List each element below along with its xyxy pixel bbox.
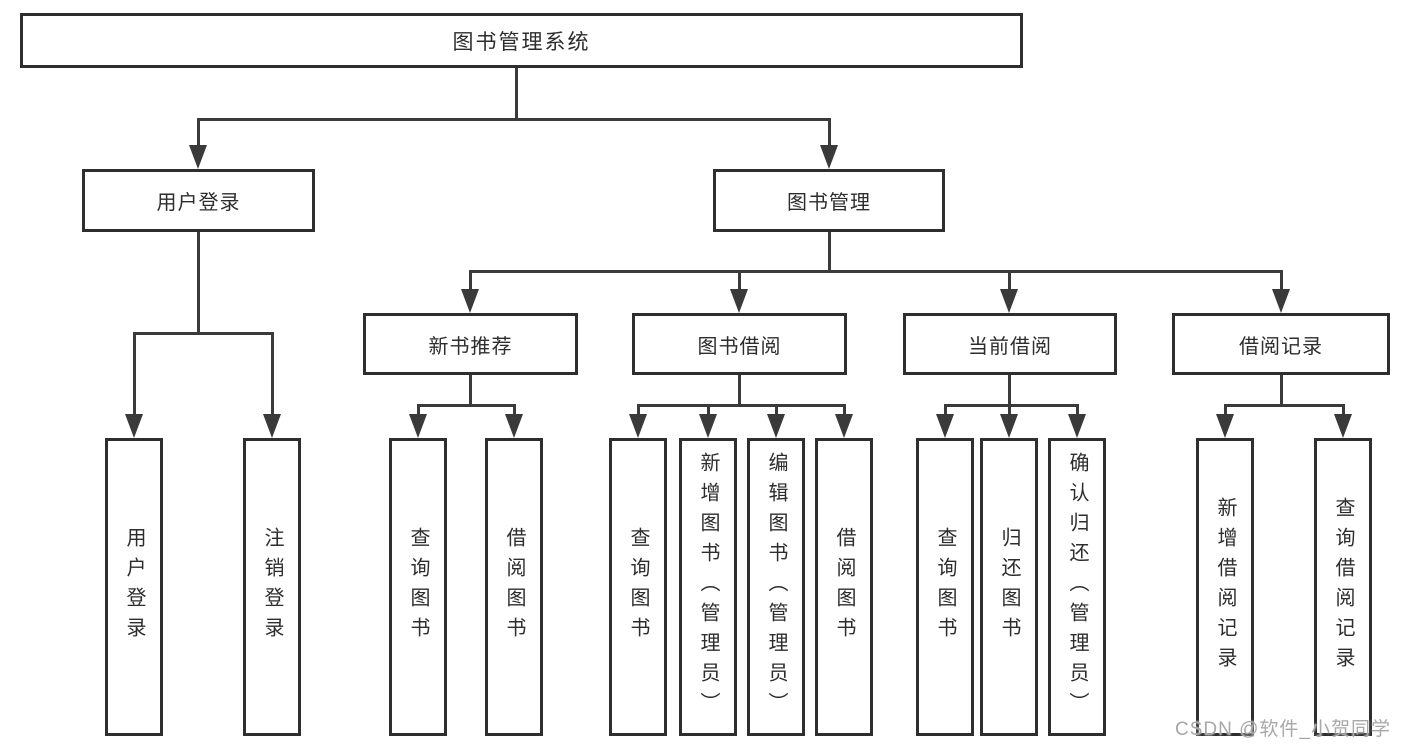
arrowhead-icon [263, 414, 281, 438]
connector-to-user-login [197, 120, 200, 148]
node-borrow-records: 借阅记录 [1172, 313, 1390, 375]
connector-book-borrow-stem [738, 375, 741, 407]
connector-to-leaf-borrow-2 [843, 406, 846, 416]
leaf-query-borrow-record-label: 查询借阅记录 [1332, 497, 1354, 677]
node-book-borrow-label: 图书借阅 [697, 335, 782, 358]
leaf-query-books-1: 查询图书 [389, 438, 447, 736]
arrowhead-icon [835, 414, 853, 438]
node-root-label: 图书管理系统 [452, 30, 591, 54]
connector-to-book-borrow [738, 272, 741, 291]
node-borrow-records-label: 借阅记录 [1239, 335, 1323, 358]
leaf-borrow-books-2-label: 借阅图书 [833, 527, 855, 647]
connector-to-leaf-return-book [1008, 406, 1011, 416]
leaf-borrow-books-2: 借阅图书 [815, 438, 873, 736]
arrowhead-icon [1000, 414, 1018, 438]
connector-to-book-management [828, 120, 831, 148]
connector-to-leaf-query-2 [637, 406, 640, 416]
connector-to-leaf-logout [271, 334, 274, 416]
connector-book-borrow-rail [637, 404, 846, 407]
node-user-login: 用户登录 [82, 169, 315, 232]
node-current-borrow: 当前借阅 [903, 313, 1117, 375]
connector-to-borrow-records [1280, 272, 1283, 291]
arrowhead-icon [1068, 414, 1086, 438]
leaf-confirm-return-admin-label: 确认归还（管理员） [1066, 452, 1088, 722]
leaf-return-book-label: 归还图书 [998, 527, 1020, 647]
leaf-edit-book-admin: 编辑图书（管理员） [747, 438, 805, 736]
arrowhead-icon [1334, 414, 1352, 438]
node-new-book-recommend: 新书推荐 [363, 313, 578, 375]
leaf-return-book: 归还图书 [980, 438, 1038, 736]
leaf-user-login-label: 用户登录 [123, 527, 145, 647]
connector-root-rail [197, 118, 831, 121]
connector-to-leaf-query-1 [417, 406, 420, 416]
node-book-management-label: 图书管理 [787, 192, 871, 214]
arrowhead-icon [189, 145, 207, 169]
connector-user-login-rail [133, 332, 274, 335]
arrowhead-icon [1272, 289, 1290, 313]
arrowhead-icon [767, 414, 785, 438]
node-new-book-recommend-label: 新书推荐 [428, 335, 513, 358]
watermark: CSDN @软件_小贺同学 [1175, 719, 1391, 740]
arrowhead-icon [125, 414, 143, 438]
connector-to-leaf-add-book [707, 406, 710, 416]
arrowhead-icon [409, 414, 427, 438]
leaf-add-borrow-record: 新增借阅记录 [1196, 438, 1254, 736]
connector-to-leaf-borrow-1 [513, 406, 516, 416]
leaf-borrow-books-1-label: 借阅图书 [503, 527, 525, 647]
node-user-login-label: 用户登录 [156, 192, 241, 214]
arrowhead-icon [820, 145, 838, 169]
connector-current-borrow-rail [944, 404, 1079, 407]
connector-root-stem [515, 68, 518, 121]
connector-to-leaf-add-record [1224, 406, 1227, 416]
arrowhead-icon [461, 289, 479, 313]
leaf-query-books-2: 查询图书 [609, 438, 667, 736]
connector-new-book-stem [469, 375, 472, 407]
connector-to-leaf-query-record [1342, 406, 1345, 416]
arrowhead-icon [730, 289, 748, 313]
leaf-logout: 注销登录 [243, 438, 301, 736]
leaf-query-books-1-label: 查询图书 [407, 527, 429, 647]
connector-to-leaf-query-3 [944, 406, 947, 416]
connector-new-book-rail [417, 404, 516, 407]
leaf-add-book-admin-label: 新增图书（管理员） [697, 452, 719, 722]
connector-book-management-rail [469, 270, 1283, 273]
connector-to-leaf-user-login [133, 334, 136, 416]
leaf-query-borrow-record: 查询借阅记录 [1314, 438, 1372, 736]
leaf-query-books-3: 查询图书 [916, 438, 974, 736]
connector-to-leaf-edit-book [775, 406, 778, 416]
arrowhead-icon [699, 414, 717, 438]
arrowhead-icon [1216, 414, 1234, 438]
connector-borrow-records-stem [1280, 375, 1283, 407]
node-book-borrow: 图书借阅 [632, 313, 847, 375]
connector-book-management-stem [828, 232, 831, 272]
connector-to-new-book-recommend [469, 272, 472, 291]
leaf-add-borrow-record-label: 新增借阅记录 [1214, 497, 1236, 677]
leaf-borrow-books-1: 借阅图书 [485, 438, 543, 736]
leaf-query-books-3-label: 查询图书 [934, 527, 956, 647]
leaf-query-books-2-label: 查询图书 [627, 527, 649, 647]
node-current-borrow-label: 当前借阅 [968, 335, 1052, 358]
arrowhead-icon [629, 414, 647, 438]
node-book-management: 图书管理 [713, 169, 945, 232]
leaf-confirm-return-admin: 确认归还（管理员） [1048, 438, 1106, 736]
arrowhead-icon [936, 414, 954, 438]
leaf-add-book-admin: 新增图书（管理员） [679, 438, 737, 736]
arrowhead-icon [505, 414, 523, 438]
leaf-edit-book-admin-label: 编辑图书（管理员） [765, 452, 787, 722]
connector-current-borrow-stem [1008, 375, 1011, 407]
arrowhead-icon [1000, 289, 1018, 313]
leaf-logout-label: 注销登录 [261, 527, 283, 647]
connector-to-current-borrow [1008, 272, 1011, 291]
connector-user-login-stem [197, 232, 200, 334]
node-root: 图书管理系统 [20, 13, 1023, 68]
connector-to-leaf-confirm-return [1076, 406, 1079, 416]
leaf-user-login: 用户登录 [105, 438, 163, 736]
connector-borrow-records-rail [1224, 404, 1345, 407]
